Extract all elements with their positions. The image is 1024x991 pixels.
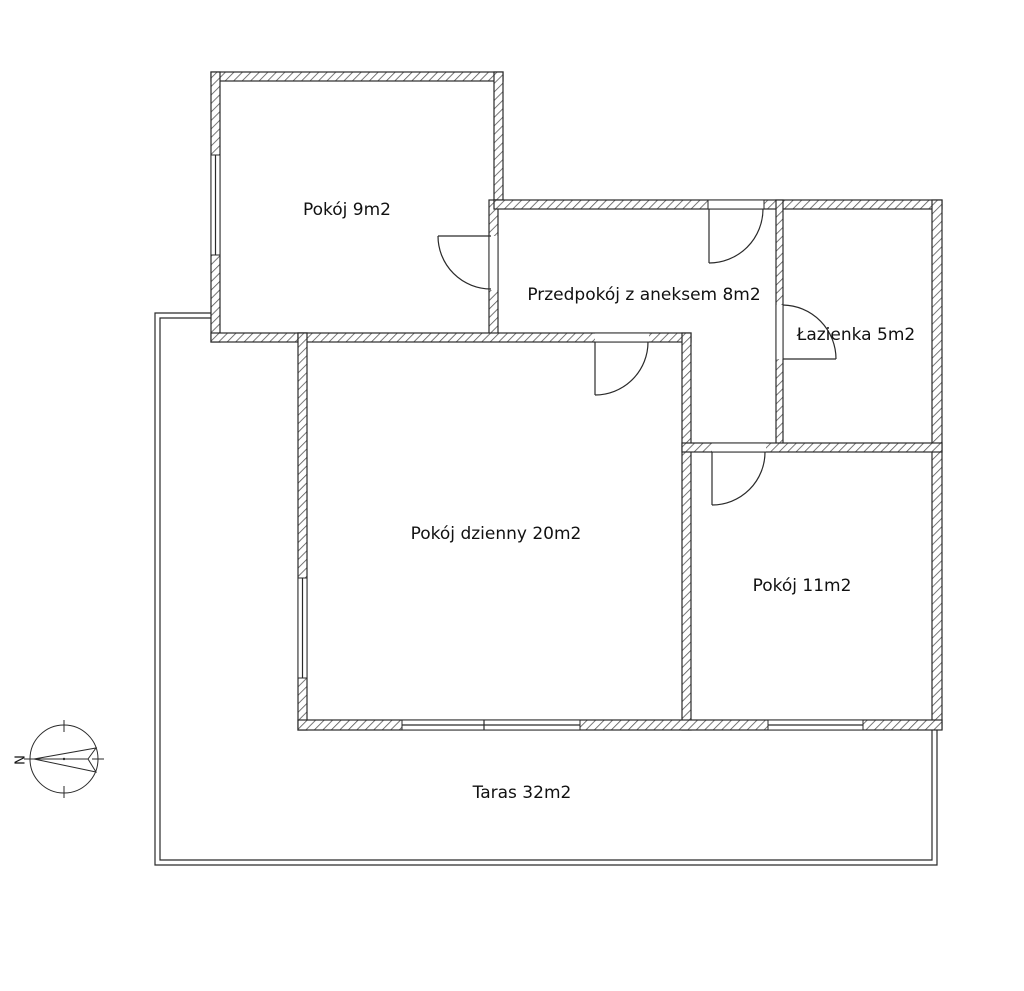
room-label-pokoj-11: Pokój 11m2 (753, 576, 852, 596)
walls (210, 71, 943, 731)
room-label-przedpokoj: Przedpokój z aneksem 8m2 (527, 285, 760, 305)
room-label-lazienka: Łazienka 5m2 (796, 325, 915, 345)
window-przedpokoj (707, 199, 765, 210)
door-pokoj-dzienny[interactable] (594, 341, 649, 396)
door-pokoj-9[interactable] (437, 235, 492, 290)
doors (437, 208, 837, 506)
compass-north-label: N (14, 755, 29, 765)
door-przedpokoj-top[interactable] (708, 208, 764, 264)
room-labels: Pokój 9m2 Przedpokój z aneksem 8m2 Łazie… (303, 200, 915, 803)
room-label-taras: Taras 32m2 (472, 783, 572, 803)
windows (210, 154, 864, 731)
room-label-pokoj-9: Pokój 9m2 (303, 200, 391, 220)
terrace-outline (154, 312, 938, 866)
compass-icon: N (14, 720, 104, 798)
door-lazienka[interactable] (782, 304, 837, 360)
door-pokoj-11[interactable] (711, 451, 766, 506)
room-label-pokoj-dzienny: Pokój dzienny 20m2 (411, 524, 582, 544)
